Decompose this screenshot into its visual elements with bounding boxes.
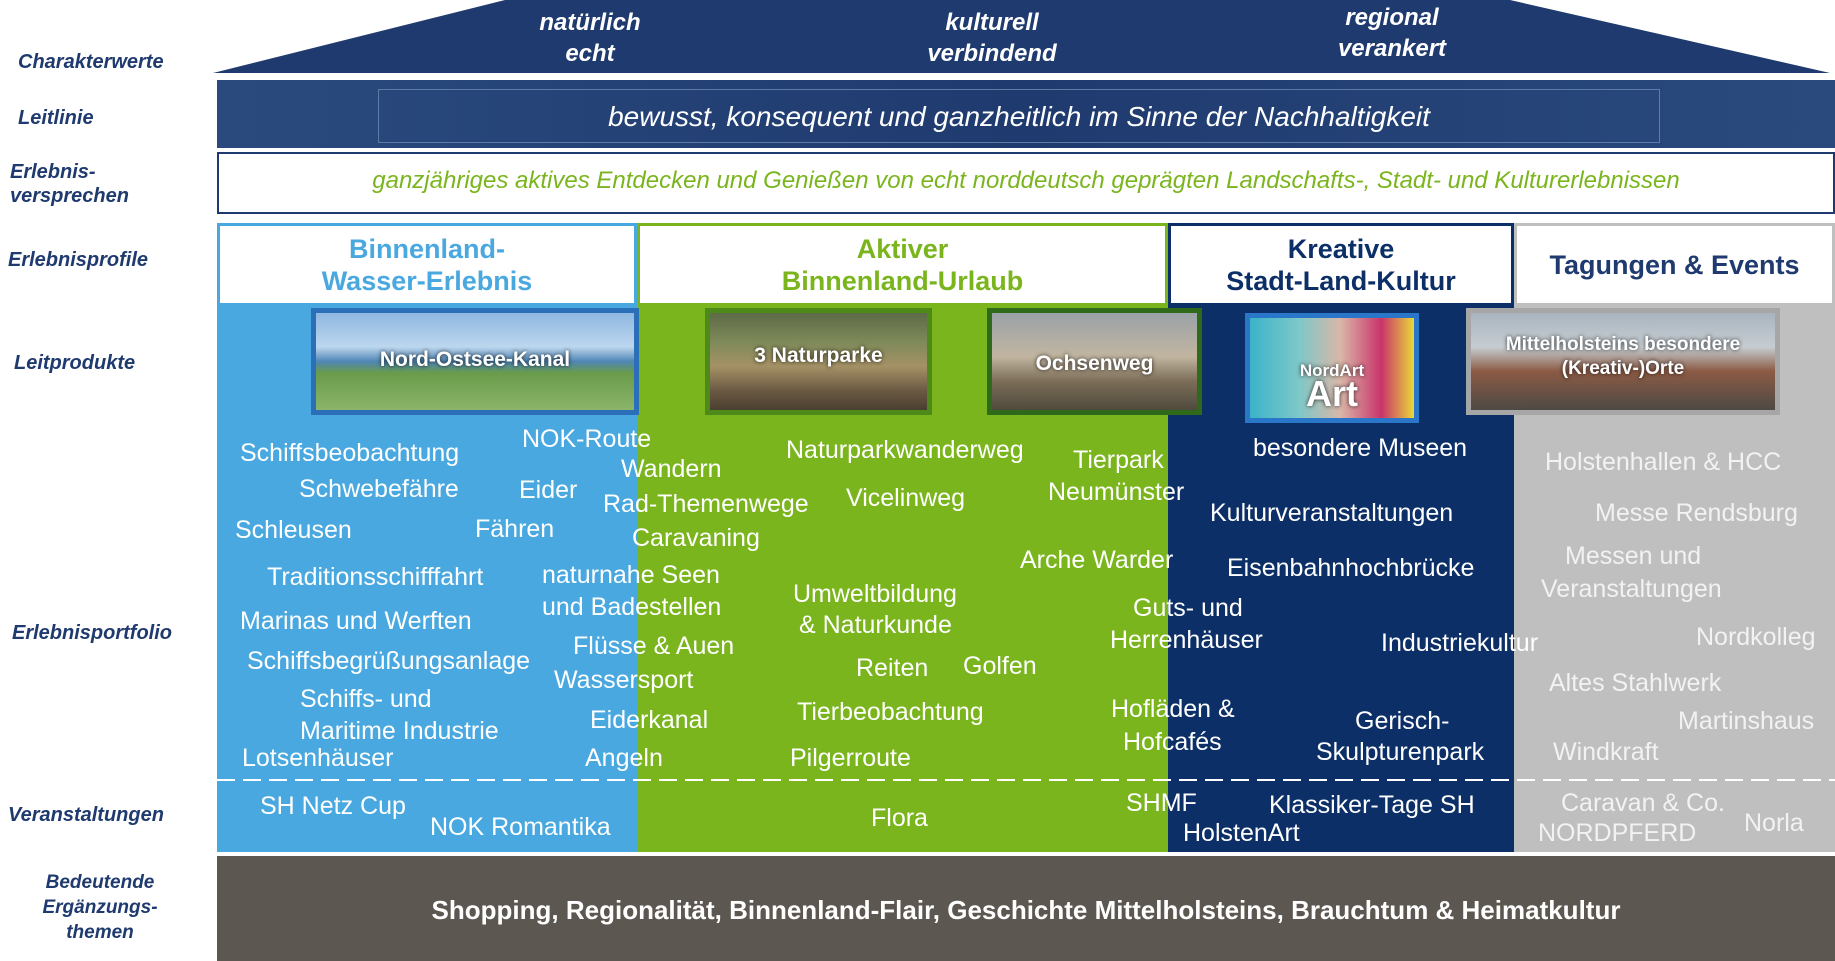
portfolio-item: Eisenbahnhochbrücke xyxy=(1227,554,1475,582)
portfolio-item: Hofcafés xyxy=(1123,728,1222,756)
portfolio-item: Maritime Industrie xyxy=(300,717,499,745)
portfolio-separator xyxy=(217,779,1835,781)
portfolio-item: NOK-Route xyxy=(522,425,652,453)
portfolio-item: Vicelinweg xyxy=(846,484,966,512)
portfolio-item: Eider xyxy=(519,476,578,504)
label-erlebnisversprechen: Erlebnis- versprechen xyxy=(10,161,129,207)
portfolio-item: Nordkolleg xyxy=(1696,623,1816,651)
label-erlebnisportfolio: Erlebnisportfolio xyxy=(12,622,172,644)
portfolio-item: Angeln xyxy=(585,744,663,772)
portfolio-item: Holstenhallen & HCC xyxy=(1545,448,1782,476)
product-photo-nordart: NordArt Art xyxy=(1245,313,1419,423)
portfolio-item: Neumünster xyxy=(1048,478,1185,506)
portfolio-item: Schiffs- und xyxy=(300,685,432,713)
portfolio-item: Messe Rendsburg xyxy=(1595,499,1798,527)
profile-header-culture: Kreative Stadt-Land-Kultur xyxy=(1168,223,1514,303)
label-ergaenzung: Bedeutende Ergänzungs- themen xyxy=(42,872,158,943)
portfolio-item: Messen und xyxy=(1565,542,1702,570)
portfolio-item: Traditionsschifffahrt xyxy=(267,563,484,591)
portfolio-item: Lotsenhäuser xyxy=(242,744,394,772)
portfolio-item: Industriekultur xyxy=(1381,629,1539,657)
product-label-nok: Nord-Ostsee-Kanal xyxy=(379,348,571,371)
product-label-naturparke: 3 Naturparke xyxy=(754,344,883,367)
product-label-ochsenweg: Ochsenweg xyxy=(1035,352,1154,375)
portfolio-item: Gerisch- xyxy=(1355,707,1450,735)
profile-header-water: Binnenland- Wasser-Erlebnis xyxy=(217,223,637,303)
leitlinie-frame xyxy=(378,89,1660,143)
roof-value-natuerlich: natürlich echt xyxy=(539,9,641,67)
portfolio-item: Altes Stahlwerk xyxy=(1549,669,1722,697)
portfolio-item: Wandern xyxy=(621,455,722,483)
product-label-art: Art xyxy=(1306,373,1358,414)
portfolio-item: Flüsse & Auen xyxy=(573,632,735,660)
portfolio-item: Veranstaltungen xyxy=(1541,575,1722,603)
portfolio-item: Schleusen xyxy=(235,516,352,544)
portfolio-item: besondere Museen xyxy=(1253,434,1468,462)
label-leitlinie: Leitlinie xyxy=(18,107,94,129)
portfolio-item: Reiten xyxy=(856,654,929,682)
roof-value-kulturell: kulturell verbindend xyxy=(927,9,1057,67)
portfolio-item: Schiffsbeobachtung xyxy=(240,439,460,467)
product-label-nordart: NordArt xyxy=(1299,361,1365,380)
label-erlebnisprofile: Erlebnisprofile xyxy=(8,249,149,271)
portfolio-item: Martinshaus xyxy=(1678,707,1815,735)
product-photo-ochsenweg: Ochsenweg xyxy=(987,308,1202,415)
portfolio-item: Fähren xyxy=(475,515,555,543)
portfolio-item: Arche Warder xyxy=(1020,546,1174,574)
portfolio-item: Guts- und xyxy=(1133,594,1243,622)
event-item: SH Netz Cup xyxy=(260,792,406,820)
portfolio-item: Kulturveranstaltungen xyxy=(1210,499,1454,527)
roof-triangle xyxy=(213,0,1830,73)
portfolio-item: Schiffsbegrüßungsanlage xyxy=(247,647,531,675)
profile-header-events: Tagungen & Events xyxy=(1514,223,1835,303)
leitlinie-text: bewusst, konsequent und ganzheitlich im … xyxy=(608,101,1430,132)
versprechen-text: ganzjähriges aktives Entdecken und Genie… xyxy=(372,167,1680,194)
product-photo-kreativorte: Mittelholsteins besondere (Kreativ-)Orte xyxy=(1466,308,1780,415)
label-veranstaltungen: Veranstaltungen xyxy=(8,804,164,826)
event-item: NOK Romantika xyxy=(430,813,611,841)
profile-header-active: Aktiver Binnenland-Urlaub xyxy=(637,223,1168,303)
event-item: Norla xyxy=(1744,809,1804,837)
portfolio-item: Caravaning xyxy=(632,524,760,552)
product-photo-naturparke: 3 Naturparke xyxy=(705,308,932,415)
portfolio-item: Herrenhäuser xyxy=(1110,626,1263,654)
ergaenzung-band xyxy=(217,856,1835,961)
portfolio-item: Hofläden & xyxy=(1111,695,1235,723)
ergaenzung-text: Shopping, Regionalität, Binnenland-Flair… xyxy=(431,895,1621,925)
portfolio-item: & Naturkunde xyxy=(799,611,952,639)
portfolio-item: Naturparkwanderweg xyxy=(786,436,1024,464)
portfolio-item: Marinas und Werften xyxy=(240,607,472,635)
event-item: Klassiker-Tage SH xyxy=(1269,791,1475,819)
versprechen-band xyxy=(217,152,1835,214)
event-item: Flora xyxy=(871,804,928,832)
event-item: Caravan & Co. xyxy=(1561,789,1725,817)
event-item: NORDPFERD xyxy=(1538,819,1697,847)
portfolio-item: Golfen xyxy=(963,652,1037,680)
product-label-kreativorte: Mittelholsteins besondere (Kreativ-)Orte xyxy=(1505,334,1741,379)
portfolio-item: Umweltbildung xyxy=(793,580,957,608)
portfolio-item: naturnahe Seen xyxy=(542,561,720,589)
roof-value-regional: regional verankert xyxy=(1337,4,1447,62)
product-photo-nok: Nord-Ostsee-Kanal xyxy=(311,308,639,415)
portfolio-item: Rad-Themenwege xyxy=(603,490,809,518)
portfolio-item: Wassersport xyxy=(554,666,694,694)
portfolio-item: Windkraft xyxy=(1553,738,1659,766)
label-leitprodukte: Leitprodukte xyxy=(14,352,136,374)
portfolio-item: Eiderkanal xyxy=(590,706,709,734)
event-item: SHMF xyxy=(1126,789,1197,817)
portfolio-item: Pilgerroute xyxy=(790,744,911,772)
portfolio-item: und Badestellen xyxy=(542,593,722,621)
portfolio-item: Tierbeobachtung xyxy=(797,698,984,726)
leitlinie-band xyxy=(217,80,1835,148)
label-charakterwerte: Charakterwerte xyxy=(18,51,164,73)
portfolio-item: Tierpark xyxy=(1073,446,1164,474)
portfolio-item: Schwebefähre xyxy=(299,475,459,503)
event-item: HolstenArt xyxy=(1183,819,1300,847)
portfolio-item: Skulpturenpark xyxy=(1316,738,1485,766)
